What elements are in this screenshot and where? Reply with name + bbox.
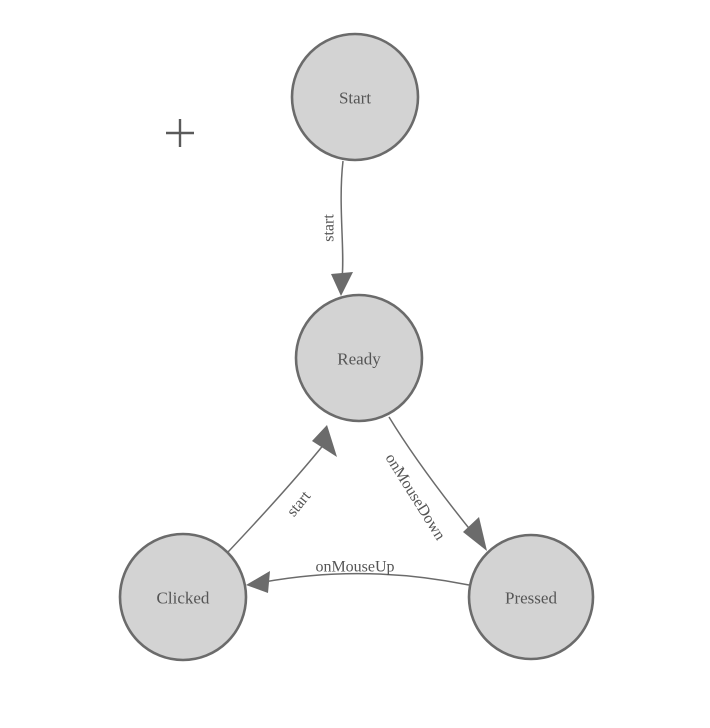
node-start-circle[interactable] xyxy=(290,32,420,162)
crosshair-icon xyxy=(166,119,194,147)
node-ready-label: Ready xyxy=(337,350,381,369)
node-start[interactable]: Start xyxy=(290,32,420,162)
arrowhead-pressed-to-clicked xyxy=(246,571,270,593)
node-ready-circle[interactable] xyxy=(294,293,424,423)
edge-path-ready-to-pressed xyxy=(388,416,477,538)
arrowhead-start-to-ready xyxy=(331,272,353,296)
node-pressed-circle[interactable] xyxy=(467,533,595,661)
edge-clicked-to-ready[interactable] xyxy=(227,425,337,553)
edge-path-pressed-to-clicked xyxy=(263,572,470,586)
edge-label-clicked-to-ready: start xyxy=(284,488,315,521)
node-pressed[interactable]: Pressed xyxy=(467,533,595,661)
edge-label-ready-to-pressed: onMouseDown xyxy=(382,451,449,544)
arrowhead-clicked-to-ready xyxy=(312,425,337,457)
node-ready[interactable]: Ready xyxy=(294,293,424,423)
node-start-label: Start xyxy=(339,89,371,108)
edge-label-pressed-to-clicked: onMouseUp xyxy=(315,559,394,576)
node-clicked-label: Clicked xyxy=(157,589,210,608)
arrowhead-ready-to-pressed xyxy=(463,517,487,551)
edge-ready-to-pressed[interactable] xyxy=(388,416,487,551)
node-clicked-circle[interactable] xyxy=(118,532,248,662)
node-clicked[interactable]: Clicked xyxy=(118,532,248,662)
node-pressed-label: Pressed xyxy=(505,589,557,608)
edge-path-start-to-ready xyxy=(340,160,344,280)
edge-label-start-to-ready: start xyxy=(321,214,338,242)
edge-path-clicked-to-ready xyxy=(227,442,326,553)
edge-start-to-ready[interactable] xyxy=(331,160,353,296)
edge-pressed-to-clicked[interactable] xyxy=(246,571,470,593)
